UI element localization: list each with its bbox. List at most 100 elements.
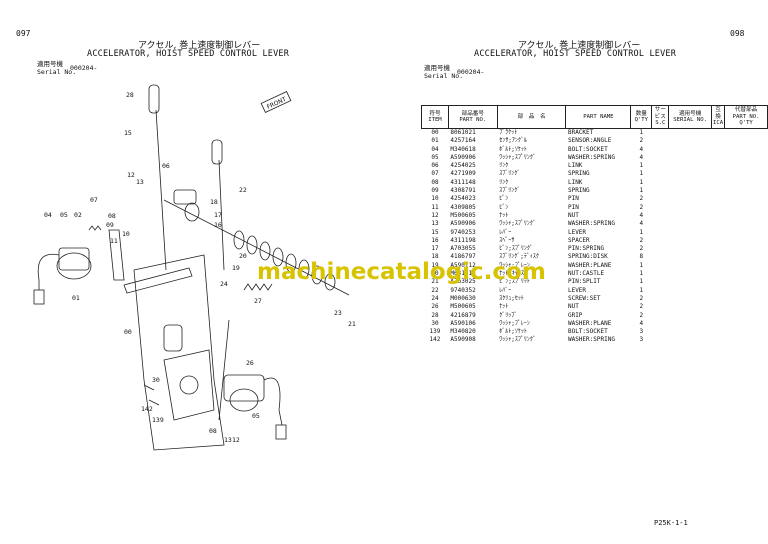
cell-empty: [669, 336, 712, 344]
callout-label: 18: [210, 198, 218, 206]
cell-name-jp: ｸﾞﾘｯﾌﾟ: [499, 311, 518, 319]
cell-empty: [712, 312, 725, 320]
exploded-parts-diagram: FRONT 28 15 12 13 06 22 18 17 16 10 07 1…: [33, 84, 356, 451]
cell-empty: [669, 253, 712, 261]
disk-springs: [233, 230, 336, 291]
cell-qty: 1: [639, 178, 644, 186]
cell-empty: [725, 303, 768, 311]
callout-label: 01: [72, 294, 80, 302]
cell-empty: [652, 146, 669, 154]
cell-part-no: 9740352: [450, 286, 476, 294]
cell-qty: 3: [639, 336, 644, 344]
cell-name-jp: ﾚﾊﾞｰ: [499, 286, 512, 294]
callout-label: 02: [74, 211, 82, 219]
cell-empty: [652, 229, 669, 237]
serial-label-jp: 適用号機: [424, 64, 450, 72]
callout-label: 139: [152, 416, 164, 424]
cell-qty: 2: [639, 294, 644, 302]
serial-block: 適用号機 Serial No. 000204-: [37, 60, 97, 76]
cell-item: 15: [431, 228, 439, 236]
cell-empty: [669, 303, 712, 311]
cell-empty: [652, 287, 669, 295]
cell-name-jp: ﾜｯｼｬ;ﾌﾟﾚｰﾝ: [499, 261, 530, 269]
cell-empty: [652, 179, 669, 187]
callout-label: 17: [214, 211, 222, 219]
cell-empty: [725, 154, 768, 162]
cell-name-jp: ｾﾝｻ;ｱﾝｸﾞﾙ: [499, 137, 527, 145]
cell-part-no: 4254023: [450, 195, 476, 203]
cell-part-no: 4311148: [450, 178, 476, 186]
cell-part-no: A590908: [450, 336, 476, 344]
cell-empty: [669, 328, 712, 336]
cell-name-en: LINK: [567, 162, 583, 170]
callout-label: 19: [232, 264, 240, 272]
cell-empty: [725, 229, 768, 237]
cell-empty: [725, 204, 768, 212]
callout-label: 00: [124, 328, 132, 336]
cell-empty: [725, 287, 768, 295]
cell-name-en: BOLT:SOCKET: [567, 328, 608, 336]
callout-label: 10: [122, 230, 130, 238]
right-page: 098 アクセル, 巻上速度制御レバー ACCELERATOR, HOIST S…: [384, 0, 768, 544]
bracket-plate: [133, 254, 225, 451]
cell-name-en: WASHER:SPRING: [567, 153, 615, 161]
cell-name-jp: ﾘﾝｸ: [499, 162, 509, 170]
cell-empty: [725, 262, 768, 270]
callout-label: 04: [44, 211, 52, 219]
callout-label: 08: [209, 427, 217, 435]
title-en: ACCELERATOR, HOIST SPEED CONTROL LEVER: [474, 49, 677, 59]
watermark: machinecatalogic.com: [257, 259, 546, 285]
callout-label: 12: [127, 171, 135, 179]
cell-name-jp: ﾅｯﾄ;ｷｬｯｽﾙ: [499, 270, 527, 278]
cell-part-no: A590906: [450, 220, 476, 228]
page-number: 097: [16, 29, 31, 38]
cell-empty: [725, 146, 768, 154]
cell-empty: [725, 328, 768, 336]
cell-name-en: SPRING: [567, 170, 590, 178]
serial-value: 000204-: [457, 68, 485, 76]
callout-label: 05: [60, 211, 68, 219]
cell-qty: 2: [639, 311, 644, 319]
cell-item: 17: [431, 245, 439, 253]
cell-name-en: NUT: [567, 303, 579, 311]
callout-label: 13: [224, 436, 232, 444]
cell-empty: [669, 320, 712, 328]
cell-part-no: 9740253: [450, 228, 476, 236]
cell-empty: [712, 170, 725, 178]
cell-part-no: A763025: [450, 278, 476, 286]
cell-qty: 1: [639, 228, 644, 236]
cell-item: 09: [431, 187, 439, 195]
callout-label: 12: [232, 436, 240, 444]
cell-empty: [652, 212, 669, 220]
cell-empty: [712, 253, 725, 261]
cell-empty: [669, 229, 712, 237]
cell-empty: [725, 253, 768, 261]
cell-item: 06: [431, 162, 439, 170]
cell-qty: 1: [639, 278, 644, 286]
cell-empty: [652, 295, 669, 303]
cell-name-jp: ﾅｯﾄ: [499, 211, 509, 219]
col-name-jp: 部 品 名: [496, 105, 567, 129]
cell-item: 07: [431, 170, 439, 178]
cell-empty: [652, 237, 669, 245]
cell-empty: [725, 220, 768, 228]
cell-item: 22: [431, 286, 439, 294]
callout-label: 07: [90, 196, 98, 204]
callout-label: 142: [141, 405, 153, 413]
cell-empty: [712, 204, 725, 212]
cell-part-no: 4308791: [450, 187, 476, 195]
cell-item: 26: [431, 303, 439, 311]
